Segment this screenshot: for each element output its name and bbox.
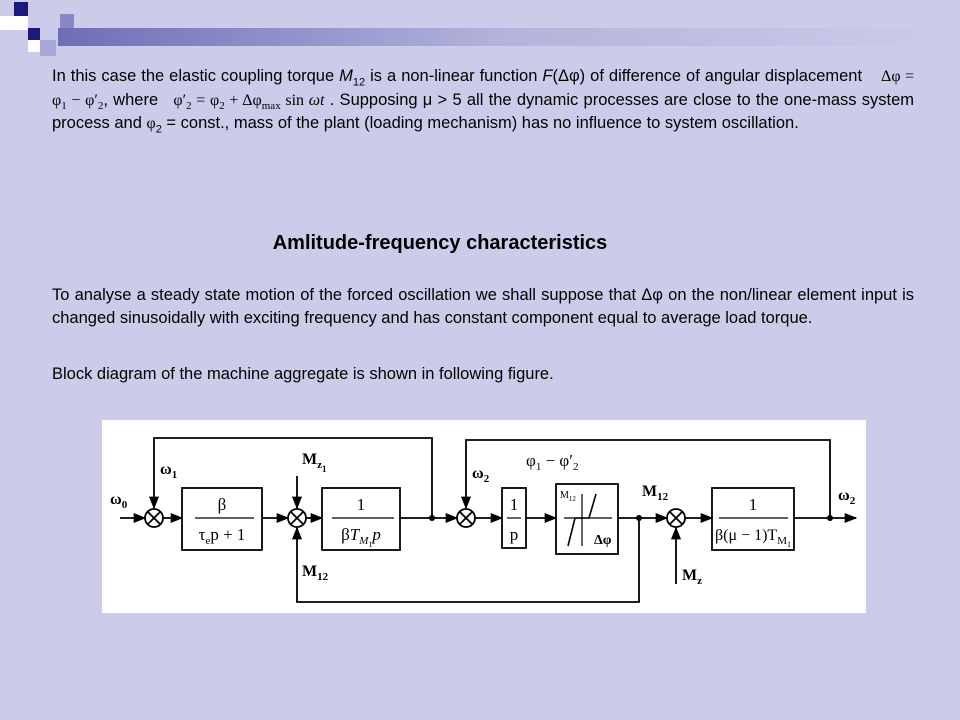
section-heading: Amlitude-frequency characteristics [272, 232, 608, 254]
paragraph-block-diagram-intro: Block diagram of the machine aggregate i… [52, 365, 554, 383]
feedback-omega1 [148, 437, 433, 518]
label-omega2-output: ω2 [838, 487, 856, 507]
decor-square-dark-1 [14, 2, 28, 16]
label-mz1: Mz1 [302, 451, 327, 474]
symbol-phi2: φ [146, 115, 156, 132]
label-omega0: ω0 [110, 491, 128, 511]
eq-subscript: 2 [97, 99, 104, 112]
symbol-m12: M [339, 67, 353, 85]
paragraph-coupling-torque: In this case the elastic coupling torque… [52, 65, 914, 136]
eq-part: φ [52, 91, 62, 109]
branch-point [429, 515, 435, 521]
eq-part: Δφ [242, 91, 262, 109]
paragraph-steady-state: To analyse a steady state motion of the … [52, 286, 914, 327]
block-diagram-svg: ω0 ω1 Mz1 M12 ω2 φ1 − φ′2 M12 ω2 Mz β τe… [110, 437, 858, 603]
block1-numerator: β [218, 495, 227, 514]
branch-point [636, 515, 642, 521]
text-segment: is a non-linear function [365, 67, 543, 85]
eq-part: sin [280, 91, 309, 109]
eq-part: φ [210, 91, 220, 109]
block4-denominator: β(μ − 1)TM1 [715, 527, 791, 549]
eq-part: + [224, 91, 243, 109]
decor-square-light-2 [14, 16, 28, 30]
symbol-subscript: 12 [352, 76, 366, 89]
eq-subscript: 1 [61, 99, 67, 112]
label-phi-difference: φ1 − φ′2 [526, 451, 578, 473]
nl-label-m12: M12 [560, 490, 576, 503]
label-m12-torque: M12 [642, 483, 669, 503]
summing-junction-3 [456, 508, 476, 528]
text-segment: , where [103, 90, 164, 109]
label-mz-load: Mz [682, 567, 702, 587]
eq-part: Δφ [881, 68, 901, 85]
eq-subscript: 2 [219, 99, 225, 112]
block4-numerator: 1 [749, 495, 758, 514]
eq-part: φ′ [173, 91, 187, 109]
block-inertia2 [711, 487, 795, 551]
nl-curve [567, 493, 597, 547]
block-inertia1 [321, 487, 401, 551]
eq-part: − [66, 91, 86, 109]
eq-part: φ′ [85, 91, 98, 109]
summing-junction-1 [144, 508, 164, 528]
block-diagram: ω0 ω1 Mz1 M12 ω2 φ1 − φ′2 M12 ω2 Mz β τe… [102, 420, 866, 613]
eq-part: = [900, 68, 915, 85]
decor-square-dark-2 [28, 28, 40, 40]
equation-delta-phi: Δφ = φ1 − φ′2 [52, 68, 915, 112]
feedback-omega2 [460, 439, 831, 518]
nl-label-dphi: Δφ [594, 533, 612, 548]
summing-junction-4 [666, 508, 686, 528]
block-nonlinear [555, 483, 619, 555]
label-omega1: ω1 [160, 461, 177, 481]
decor-square-light-1 [0, 16, 14, 30]
eq-subscript: 2 [186, 99, 192, 112]
block2-denominator: βTM1p [341, 525, 381, 549]
symbol-function-arg: (Δφ) [552, 67, 586, 85]
block-motor [181, 487, 263, 551]
text-segment: of difference of angular displacement [585, 67, 868, 85]
text-segment: In this case the elastic coupling torque [52, 67, 340, 85]
eq-part: ωt [308, 91, 325, 109]
label-omega2-feedback: ω2 [472, 465, 490, 485]
symbol-subscript: 2 [155, 123, 162, 136]
text-segment: . Supposing μ > 5 all the dynamic proces… [52, 90, 915, 133]
equation-phi2-prime: φ′2 = φ2 + Δφmax sin ωt [173, 91, 325, 112]
decor-square-light-3 [28, 40, 40, 52]
branch-point [827, 515, 833, 521]
decor-square-light-5 [40, 40, 56, 56]
feedback-m12 [291, 518, 640, 603]
summing-junction-2 [287, 508, 307, 528]
block2-numerator: 1 [357, 495, 366, 514]
label-m12-feedback: M12 [302, 563, 329, 583]
block3-denominator: p [510, 525, 519, 544]
block-integrator [501, 487, 527, 549]
eq-part: = [191, 91, 210, 109]
decor-gradient-bar [58, 28, 960, 46]
block3-numerator: 1 [510, 495, 519, 514]
decor-square-light-4 [60, 14, 74, 28]
symbol-function: F [542, 67, 553, 85]
block1-denominator: τep + 1 [199, 525, 246, 547]
text-segment: = const., mass of the plant (loading mec… [161, 114, 799, 132]
eq-subscript: max [261, 99, 281, 112]
